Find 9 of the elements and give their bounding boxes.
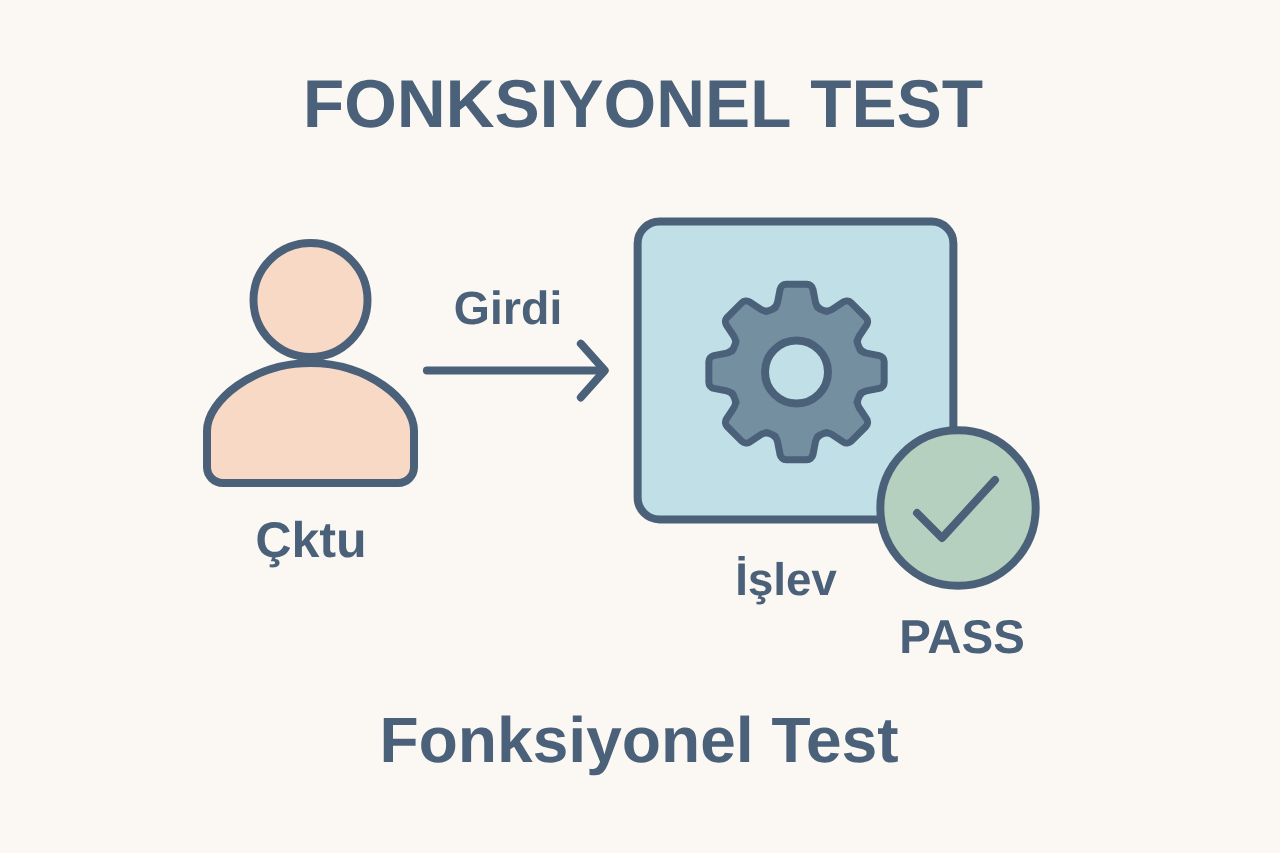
title: FONKSIYONEL TEST (307, 79, 983, 128)
person-figure (203, 239, 418, 487)
caption: Fonksiyonel Test (383, 715, 898, 776)
badge-circle (876, 426, 1040, 590)
edge-label: Girdi (451, 288, 565, 327)
person-label: Çktu (257, 520, 364, 568)
badge-label: PASS (902, 619, 1023, 654)
arrow (422, 339, 609, 402)
box-label: İşlev (738, 555, 837, 605)
